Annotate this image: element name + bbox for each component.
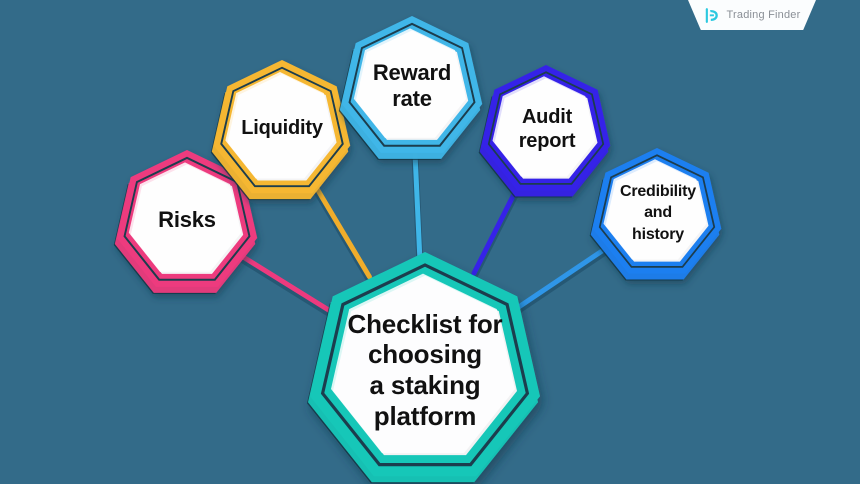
node-risks[interactable] (113, 150, 258, 294)
connector-credibility-and-history (512, 244, 611, 312)
node-center[interactable] (307, 252, 540, 484)
brand-name: Trading Finder (726, 9, 801, 21)
brand-banner: Trading Finder (688, 0, 816, 30)
node-credibility-and-history[interactable] (589, 148, 722, 281)
brand-banner-background (688, 0, 816, 30)
connector-audit-report (471, 181, 522, 276)
node-audit-report[interactable] (478, 65, 611, 198)
node-liquidity[interactable] (210, 60, 351, 201)
trading-finder-logo-icon (705, 7, 718, 23)
connector-reward-rate (412, 150, 423, 265)
node-reward-rate[interactable] (338, 16, 483, 160)
connector-liquidity (311, 181, 372, 280)
connector-lines (238, 150, 612, 320)
connector-risks (239, 253, 336, 316)
